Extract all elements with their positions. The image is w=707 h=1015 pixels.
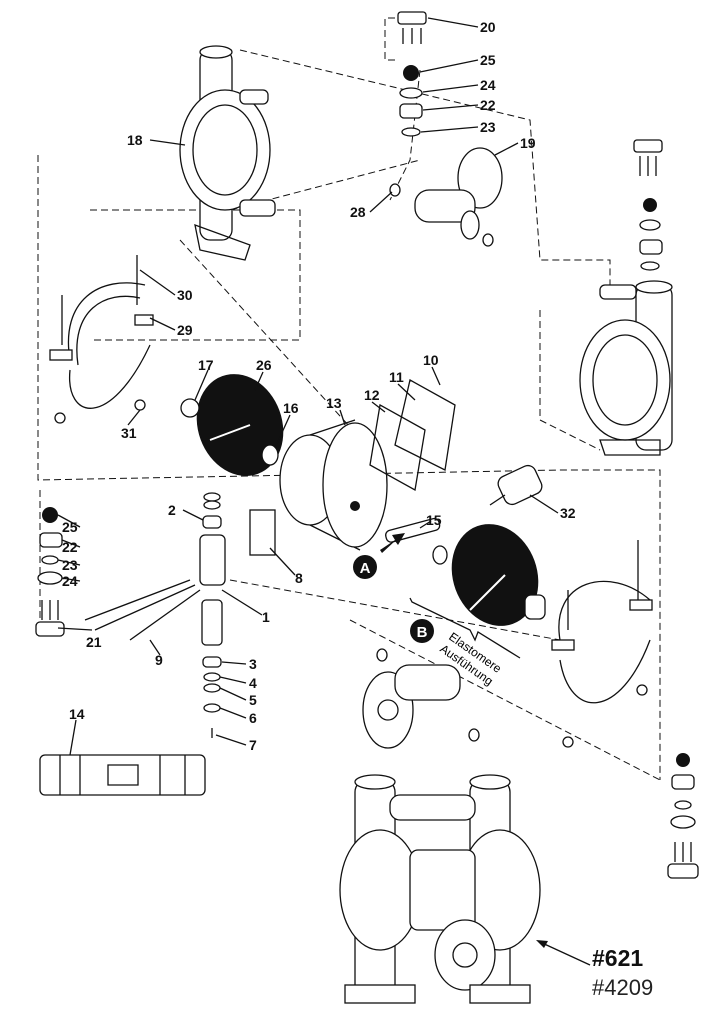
callout-6: 6	[249, 710, 257, 726]
pointer-arrow	[539, 941, 591, 966]
callout-32: 32	[560, 505, 576, 521]
callout-2: 2	[168, 502, 176, 518]
callout-7: 7	[249, 737, 257, 753]
callout-24: 24	[480, 77, 496, 93]
assembly-guide-lines	[37, 49, 661, 781]
callout-28: 28	[350, 204, 366, 220]
outlet-manifold	[389, 147, 503, 247]
ball-check-valve-left	[35, 507, 65, 637]
marker-a: A	[353, 533, 405, 579]
callout-5: 5	[249, 692, 257, 708]
ball-check-valve-right	[633, 139, 663, 271]
model-number: #621	[592, 945, 644, 971]
callout-3: 3	[249, 656, 257, 672]
callout-21: 21	[86, 634, 102, 650]
callout-15: 15	[426, 512, 442, 528]
callout-24-left: 24	[62, 573, 78, 589]
callout-labels: 20 25 24 22 23 18 19 28 30 29 10 11 12 1…	[62, 19, 576, 753]
inlet-manifold	[362, 648, 480, 749]
callout-22-left: 22	[62, 539, 78, 555]
pilot-assembly	[84, 492, 276, 738]
ball-check-valve-top	[384, 11, 427, 137]
center-section	[279, 379, 456, 551]
callout-19: 19	[520, 135, 536, 151]
callout-29: 29	[177, 322, 193, 338]
callout-4: 4	[249, 675, 257, 691]
air-valve-cartridge	[489, 464, 543, 506]
clamp-band-right	[551, 540, 653, 748]
callout-17: 17	[198, 357, 214, 373]
marker-b: B	[410, 619, 434, 643]
arrow-head	[536, 940, 548, 948]
callout-9: 9	[155, 652, 163, 668]
callout-23: 23	[480, 119, 496, 135]
diaphragm-left	[180, 374, 284, 476]
muffler	[39, 754, 206, 796]
callout-25: 25	[480, 52, 496, 68]
callout-10: 10	[423, 352, 439, 368]
fluid-chamber-left	[179, 45, 276, 261]
callout-18: 18	[127, 132, 143, 148]
callout-8: 8	[295, 570, 303, 586]
ball-check-valve-bottom-right	[667, 753, 699, 879]
callout-1: 1	[262, 609, 270, 625]
callout-14: 14	[69, 706, 85, 722]
diaphragm-right	[432, 524, 546, 626]
callout-16: 16	[283, 400, 299, 416]
callout-22: 22	[480, 97, 496, 113]
callout-11: 11	[389, 369, 404, 385]
leader-lines	[57, 17, 559, 756]
clamp-bolts	[61, 255, 138, 345]
callout-20: 20	[480, 19, 496, 35]
fluid-chamber-right	[579, 280, 673, 456]
reference-number: #4209	[592, 975, 654, 1000]
callout-30: 30	[177, 287, 193, 303]
callout-13: 13	[326, 395, 342, 411]
marker-a-label: A	[360, 560, 371, 577]
variant-bracket	[409, 597, 521, 659]
clamp-band-left	[49, 282, 154, 424]
callout-26: 26	[256, 357, 272, 373]
callout-31: 31	[121, 425, 137, 441]
assembled-pump-illustration	[339, 774, 541, 1004]
marker-b-label: B	[417, 624, 428, 641]
callout-12: 12	[364, 387, 380, 403]
callout-23-left: 23	[62, 557, 78, 573]
